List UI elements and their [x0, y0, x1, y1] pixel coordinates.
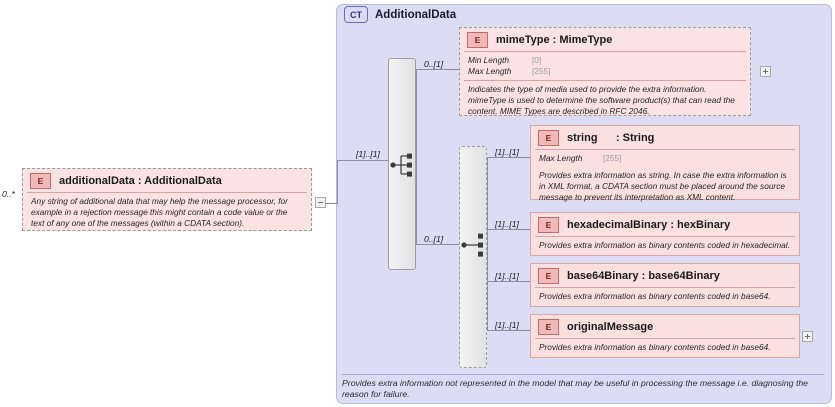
- element-string: E string : String Max Length [255] Provi…: [530, 125, 800, 202]
- complextype-footer-divider: [342, 374, 824, 375]
- string-name: string : String: [567, 132, 655, 144]
- mimetype-description: Indicates the type of media used to prov…: [468, 83, 735, 116]
- connector-seq-to-choice: [416, 244, 461, 245]
- root-divider: [27, 192, 307, 193]
- string-cardinality: [1]..[1]: [495, 147, 519, 157]
- base64-divider: [535, 287, 795, 288]
- base64-header: E base64Binary : base64Binary: [531, 264, 799, 287]
- mimetype-expand-toggle[interactable]: [760, 66, 771, 77]
- facet-row: Min Length [0]: [468, 55, 743, 66]
- root-element-header: E additionalData : AdditionalData: [23, 169, 311, 192]
- choice-compositor-column[interactable]: [459, 146, 487, 368]
- hexbinary-cardinality: [1]..[1]: [495, 219, 519, 229]
- facet-value: [255]: [532, 65, 551, 76]
- element-mimetype: E mimeType : MimeType Min Length [0] Max…: [459, 27, 751, 116]
- mimetype-facets: Min Length [0] Max Length [255]: [460, 52, 750, 80]
- originalmessage-description: Provides extra information as binary con…: [539, 342, 771, 352]
- element-originalmessage: E originalMessage Provides extra informa…: [530, 314, 800, 358]
- originalmessage-expand-toggle[interactable]: [802, 331, 813, 342]
- connector-seq-branch-v2: [416, 164, 417, 245]
- root-element-name: additionalData : AdditionalData: [59, 175, 222, 187]
- connector-root-to-sequence-h1: [326, 203, 338, 204]
- element-base64binary: E base64Binary : base64Binary Provides e…: [530, 263, 800, 307]
- facet-row: Max Length [255]: [539, 153, 792, 164]
- sequence-icon: [390, 153, 412, 177]
- hexbinary-name: hexadecimalBinary : hexBinary: [567, 219, 731, 231]
- root-element-description: Any string of additional data that may h…: [31, 196, 288, 229]
- sequence-cardinality: [1]..[1]: [356, 149, 380, 159]
- mimetype-header: E mimeType : MimeType: [460, 28, 750, 51]
- element-badge-icon: E: [538, 130, 559, 146]
- element-badge-icon: E: [30, 173, 51, 189]
- base64-name: base64Binary : base64Binary: [567, 270, 720, 282]
- complextype-badge: CT: [344, 6, 368, 23]
- originalmessage-divider: [535, 338, 795, 339]
- connector-choice-to-string: [487, 157, 531, 158]
- facet-label: Max Length: [539, 153, 583, 163]
- element-hexadecimalbinary: E hexadecimalBinary : hexBinary Provides…: [530, 212, 800, 256]
- choice-cardinality: 0..[1]: [424, 234, 444, 244]
- facet-label: Max Length: [468, 65, 512, 76]
- hexbinary-header: E hexadecimalBinary : hexBinary: [531, 213, 799, 236]
- mimetype-name: mimeType : MimeType: [496, 34, 613, 46]
- connector-choice-to-base64: [487, 281, 531, 282]
- connector-choice-to-originalmessage: [487, 330, 531, 331]
- complextype-header: CT AdditionalData: [344, 6, 456, 23]
- originalmessage-name: originalMessage: [567, 321, 654, 333]
- root-element-card: E additionalData : AdditionalData Any st…: [22, 168, 312, 231]
- element-badge-icon: E: [467, 32, 488, 48]
- element-badge-icon: E: [538, 319, 559, 335]
- mimetype-divider-2: [464, 79, 746, 81]
- base64-cardinality: [1]..[1]: [495, 271, 519, 281]
- connector-root-to-sequence-h2: [337, 160, 390, 161]
- root-collapse-toggle[interactable]: [315, 197, 326, 208]
- element-badge-icon: E: [538, 268, 559, 284]
- string-divider-1: [535, 149, 795, 150]
- facet-value: [255]: [603, 153, 622, 163]
- root-cardinality: 0..*: [2, 189, 15, 199]
- facet-label: Min Length: [468, 55, 510, 65]
- base64-description: Provides extra information as binary con…: [539, 291, 771, 301]
- connector-root-to-sequence-v: [337, 160, 338, 204]
- mimetype-divider-1: [464, 51, 746, 52]
- facet-value: [0]: [532, 55, 542, 65]
- string-description: Provides extra information as string. In…: [539, 169, 787, 202]
- hexbinary-description: Provides extra information as binary con…: [539, 240, 790, 250]
- hexbinary-divider: [535, 236, 795, 237]
- string-facets: Max Length [255]: [531, 150, 799, 167]
- originalmessage-header: E originalMessage: [531, 315, 799, 338]
- connector-choice-trunk: [487, 157, 488, 330]
- choice-icon: [461, 233, 483, 257]
- string-header: E string : String: [531, 126, 799, 149]
- element-badge-icon: E: [538, 217, 559, 233]
- connector-choice-to-hexbinary: [487, 229, 531, 230]
- complextype-footer-description: Provides extra information not represent…: [342, 378, 809, 400]
- connector-seq-branch-v: [416, 69, 417, 164]
- mimetype-cardinality: 0..[1]: [424, 59, 444, 69]
- originalmessage-cardinality: [1]..[1]: [495, 320, 519, 330]
- complextype-title: AdditionalData: [375, 8, 457, 21]
- facet-row: Max Length [255]: [468, 66, 743, 77]
- connector-seq-to-mimetype: [416, 69, 460, 70]
